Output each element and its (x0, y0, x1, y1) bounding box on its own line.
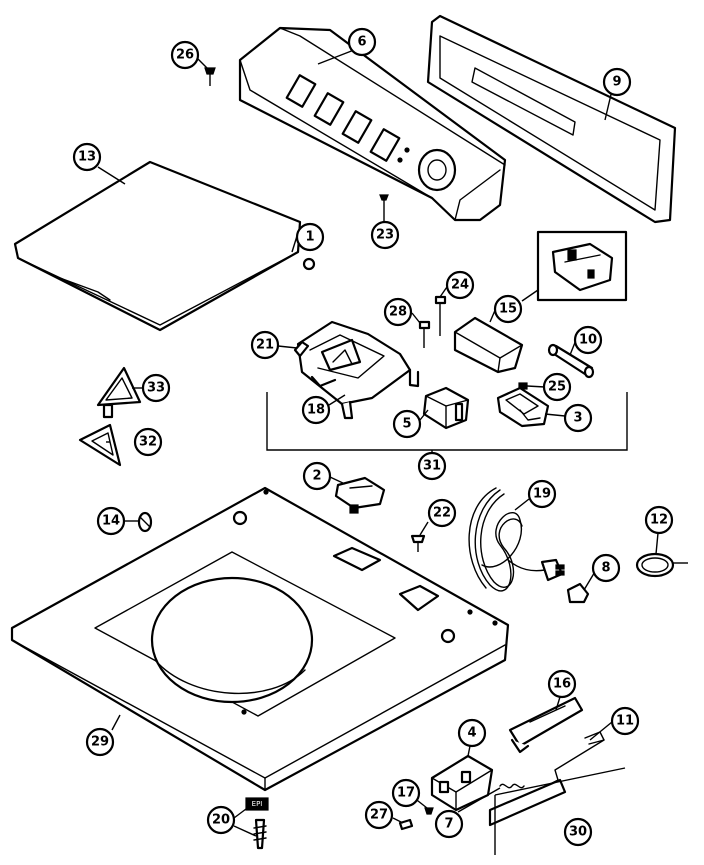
svg-text:10: 10 (579, 333, 597, 348)
svg-text:16: 16 (553, 677, 571, 692)
screw-17 (424, 807, 434, 815)
callout-10: 10 (573, 325, 603, 355)
svg-text:19: 19 (533, 487, 551, 502)
small-tag-label: EPI (252, 800, 263, 808)
svg-text:23: 23 (376, 228, 394, 243)
callout-27: 27 (364, 800, 394, 830)
svg-text:32: 32 (139, 435, 157, 450)
svg-text:4: 4 (467, 726, 476, 741)
svg-text:29: 29 (91, 735, 109, 750)
switch-inset-box (536, 230, 628, 302)
svg-text:18: 18 (307, 403, 325, 418)
callout-12: 12 (644, 505, 674, 535)
svg-text:13: 13 (78, 150, 96, 165)
svg-text:25: 25 (548, 380, 566, 395)
screw-28 (418, 320, 431, 348)
callout-30: 30 (563, 817, 593, 847)
callout-24: 24 (445, 270, 475, 300)
screw-27 (398, 818, 414, 831)
svg-text:15: 15 (499, 302, 517, 317)
svg-text:6: 6 (357, 35, 366, 50)
callout-8: 8 (591, 553, 621, 583)
callout-22: 22 (427, 498, 457, 528)
screw-23 (379, 194, 389, 212)
svg-text:17: 17 (397, 786, 415, 801)
switch-bracket-3 (496, 386, 550, 428)
screw-24 (434, 295, 447, 336)
callout-11: 11 (610, 706, 640, 736)
svg-text:28: 28 (389, 305, 407, 320)
callout-18: 18 (301, 395, 331, 425)
callout-14: 14 (96, 506, 126, 536)
svg-text:33: 33 (147, 381, 165, 396)
callout-19: 19 (527, 479, 557, 509)
callout-23: 23 (370, 220, 400, 250)
callout-2: 2 (302, 461, 332, 491)
callout-28: 28 (383, 297, 413, 327)
svg-text:2: 2 (312, 469, 321, 484)
svg-text:12: 12 (650, 513, 668, 528)
rear-panel (426, 14, 677, 224)
svg-text:30: 30 (569, 825, 587, 840)
callout-6: 6 (347, 27, 377, 57)
clip-8 (566, 582, 590, 604)
svg-text:3: 3 (573, 411, 582, 426)
spring-7 (499, 783, 525, 789)
svg-text:24: 24 (451, 278, 469, 293)
actuator-16 (508, 696, 584, 754)
callout-1: 1 (295, 222, 325, 252)
callout-3: 3 (563, 403, 593, 433)
screw-20: EPI (245, 797, 269, 850)
screw-22 (410, 534, 426, 552)
bracket-18 (293, 320, 420, 420)
fuse-10 (547, 343, 595, 379)
svg-text:5: 5 (402, 417, 411, 432)
svg-text:21: 21 (256, 338, 274, 353)
leader-lines (97, 49, 659, 837)
svg-text:8: 8 (601, 561, 610, 576)
bracket-32 (78, 423, 122, 467)
part-2 (334, 476, 386, 514)
callout-20: 20 (206, 805, 236, 835)
callout-32: 32 (133, 427, 163, 457)
callout-21: 21 (250, 330, 280, 360)
svg-text:26: 26 (176, 48, 194, 63)
screw-26 (204, 67, 216, 86)
switch-4 (430, 754, 494, 812)
svg-text:22: 22 (433, 506, 451, 521)
svg-text:14: 14 (102, 514, 120, 529)
bracket-33 (96, 366, 142, 419)
svg-text:31: 31 (423, 459, 441, 474)
callout-7: 7 (434, 809, 464, 839)
callout-25: 25 (542, 372, 572, 402)
callout-16: 16 (547, 669, 577, 699)
callout-33: 33 (141, 373, 171, 403)
callout-5: 5 (392, 409, 422, 439)
callout-4: 4 (457, 718, 487, 748)
callout-15: 15 (493, 294, 523, 324)
lid (13, 160, 316, 332)
svg-text:1: 1 (305, 230, 314, 245)
bracket-30 (488, 767, 626, 855)
callout-13: 13 (72, 142, 102, 172)
svg-text:7: 7 (444, 817, 453, 832)
callout-9: 9 (602, 67, 632, 97)
svg-text:11: 11 (616, 714, 634, 729)
callout-26: 26 (170, 40, 200, 70)
callout-17: 17 (391, 778, 421, 808)
svg-text:27: 27 (370, 808, 388, 823)
screw-14 (137, 511, 153, 533)
power-cord-19 (468, 487, 565, 592)
top-cabinet-29 (10, 486, 510, 792)
switch-5 (422, 386, 470, 430)
callout-29: 29 (85, 727, 115, 757)
module-15 (453, 316, 524, 374)
control-panel-console (238, 26, 507, 222)
svg-text:9: 9 (612, 75, 621, 90)
ring-12 (635, 552, 688, 578)
callout-31: 31 (417, 451, 447, 481)
svg-text:20: 20 (212, 813, 230, 828)
